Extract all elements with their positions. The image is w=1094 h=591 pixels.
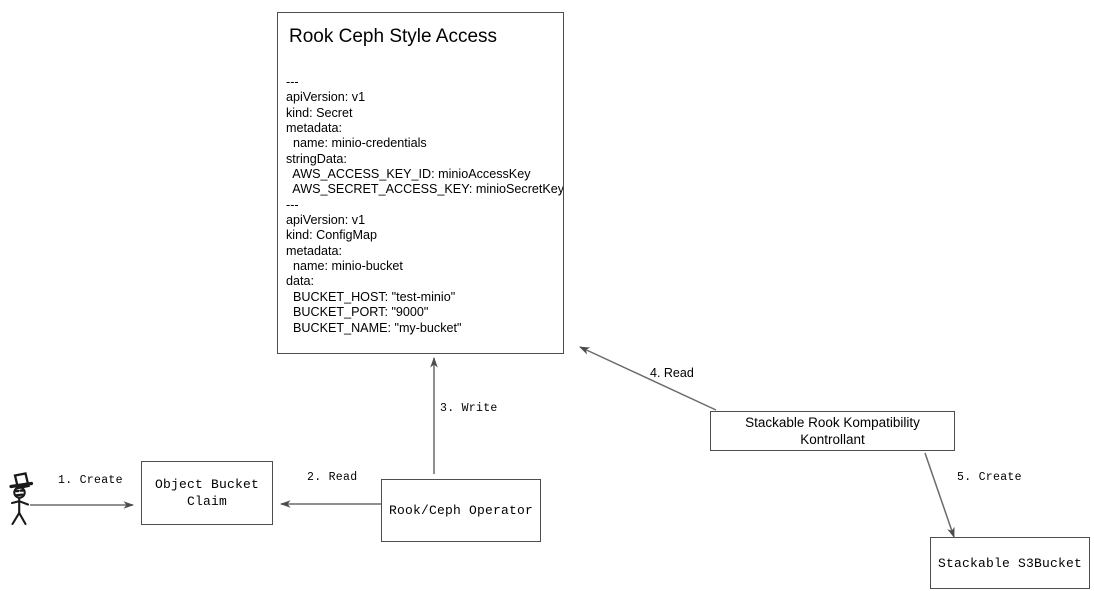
actor-stick-figure-icon [9, 472, 34, 526]
node-object-bucket-claim-label: Object Bucket Claim [154, 477, 260, 509]
edge-label-1-create: 1. Create [58, 474, 123, 487]
node-stackable-rook-kompatibility-kontrollant[interactable]: Stackable Rook Kompatibility Kontrollant [710, 411, 955, 451]
edge-label-4-read: 4. Read [650, 366, 694, 380]
edge-label-2-read: 2. Read [307, 471, 358, 484]
yaml-card-title: Rook Ceph Style Access [289, 26, 498, 47]
edge-label-3-write: 3. Write [440, 402, 498, 415]
node-stackable-s3bucket-label: Stackable S3Bucket [937, 555, 1083, 571]
yaml-card-body: --- apiVersion: v1 kind: Secret metadata… [286, 75, 564, 335]
node-stackable-s3bucket[interactable]: Stackable S3Bucket [930, 537, 1090, 589]
node-rook-ceph-operator-label: Rook/Ceph Operator [388, 503, 534, 518]
edge-5-create [924, 452, 955, 538]
node-rook-ceph-operator[interactable]: Rook/Ceph Operator [381, 479, 541, 542]
node-object-bucket-claim[interactable]: Object Bucket Claim [141, 461, 273, 525]
node-skkk-label: Stackable Rook Kompatibility Kontrollant [745, 415, 920, 447]
rook-ceph-style-access-card: Rook Ceph Style Access --- apiVersion: v… [277, 12, 564, 354]
edge-label-5-create: 5. Create [957, 471, 1022, 484]
edge-4-read [579, 346, 717, 411]
